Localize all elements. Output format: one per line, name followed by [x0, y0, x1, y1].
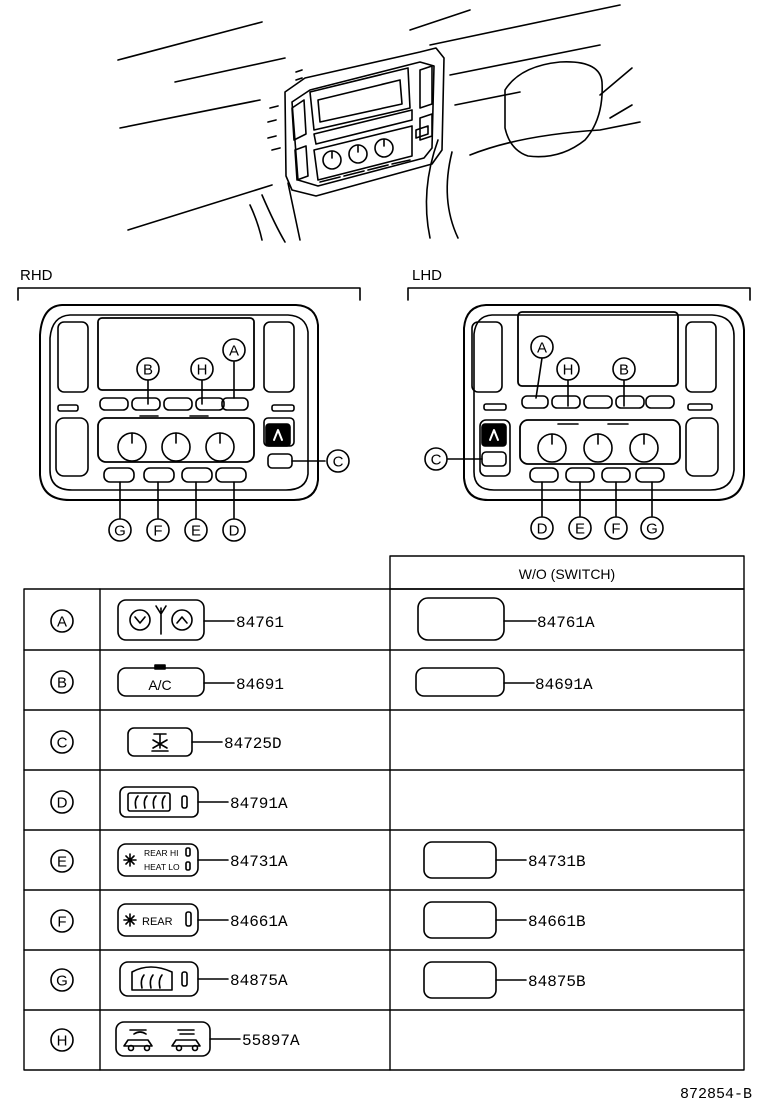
switch-E-label-1: REAR HI	[144, 848, 178, 858]
svg-text:F: F	[611, 521, 620, 538]
recirc-car-icon	[123, 1029, 153, 1047]
switch-B-label: A/C	[148, 677, 171, 693]
svg-text:C: C	[333, 454, 344, 471]
svg-text:F: F	[57, 914, 66, 931]
svg-text:H: H	[197, 362, 208, 379]
fan-icon	[123, 913, 137, 927]
rhd-callout-E: E	[184, 518, 208, 542]
alt-part-number-B: 84691A	[535, 676, 593, 694]
svg-text:F: F	[153, 523, 162, 540]
switch-D-illustration	[119, 786, 229, 818]
figure-id: 872854-B	[680, 1086, 752, 1103]
svg-text:A: A	[229, 343, 239, 360]
row-key-F: F	[50, 909, 74, 933]
svg-text:D: D	[537, 521, 548, 538]
row-key-E: E	[50, 849, 74, 873]
part-number-F: 84661A	[230, 913, 288, 931]
parts-table: W/O (SWITCH)	[23, 555, 745, 1071]
lhd-callout-E: E	[568, 516, 592, 540]
switch-B-illustration	[117, 664, 235, 697]
rhd-callout-B: B	[136, 357, 160, 381]
fan-icon	[123, 853, 137, 867]
svg-text:D: D	[57, 795, 68, 812]
svg-text:B: B	[619, 362, 629, 379]
row-key-G: G	[50, 968, 74, 992]
svg-text:E: E	[57, 854, 67, 871]
svg-text:A: A	[57, 614, 67, 631]
alt-part-number-A: 84761A	[537, 614, 595, 632]
lhd-callout-G: G	[640, 516, 664, 540]
lhd-callout-F: F	[604, 516, 628, 540]
part-number-H: 55897A	[242, 1032, 300, 1050]
switch-E-label-2: HEAT LO	[144, 862, 180, 872]
svg-text:G: G	[56, 973, 68, 990]
lhd-callout-H: H	[556, 357, 580, 381]
switch-E-illustration	[117, 843, 229, 877]
lhd-callout-D: D	[530, 516, 554, 540]
lhd-panel	[463, 304, 745, 501]
alt-part-number-E: 84731B	[528, 853, 586, 871]
svg-text:A: A	[537, 340, 547, 357]
svg-text:B: B	[57, 675, 67, 692]
svg-text:E: E	[575, 521, 585, 538]
svg-text:G: G	[114, 523, 126, 540]
rhd-callout-F: F	[146, 518, 170, 542]
svg-text:E: E	[191, 523, 201, 540]
switch-G-blank	[423, 961, 527, 999]
switch-H-illustration	[115, 1021, 241, 1057]
svg-text:H: H	[563, 362, 574, 379]
rhd-callout-G: G	[108, 518, 132, 542]
rhd-callout-A: A	[222, 338, 246, 362]
switch-G-illustration	[119, 961, 229, 997]
rhd-callout-H: H	[190, 357, 214, 381]
row-key-D: D	[50, 790, 74, 814]
part-number-G: 84875A	[230, 972, 288, 990]
svg-text:C: C	[431, 452, 442, 469]
svg-text:H: H	[57, 1033, 68, 1050]
lhd-callout-C: C	[424, 447, 448, 471]
part-number-D: 84791A	[230, 795, 288, 813]
lhd-label: LHD	[412, 267, 442, 284]
rhd-label: RHD	[20, 267, 53, 284]
rhd-bracket	[17, 287, 361, 301]
part-number-C: 84725D	[224, 735, 282, 753]
svg-text:B: B	[143, 362, 153, 379]
svg-text:C: C	[57, 735, 68, 752]
rhd-panel	[39, 304, 319, 501]
alt-part-number-G: 84875B	[528, 973, 586, 991]
rhd-callout-C: C	[326, 449, 350, 473]
part-number-E: 84731A	[230, 853, 288, 871]
rhd-callout-leaders	[119, 361, 326, 519]
svg-text:D: D	[229, 523, 240, 540]
switch-B-blank	[415, 667, 535, 697]
dashboard-illustration	[117, 4, 641, 243]
switch-E-blank	[423, 841, 527, 879]
row-key-H: H	[50, 1028, 74, 1052]
rhd-callout-D: D	[222, 518, 246, 542]
row-key-A: A	[50, 609, 74, 633]
row-key-B: B	[50, 670, 74, 694]
row-key-C: C	[50, 730, 74, 754]
switch-F-illustration	[117, 903, 229, 937]
fresh-air-car-icon	[171, 1029, 201, 1047]
lhd-bracket	[407, 287, 751, 301]
part-number-B: 84691	[236, 676, 284, 694]
lhd-callout-B: B	[612, 357, 636, 381]
switch-F-label: REAR	[142, 916, 173, 928]
switch-F-blank	[423, 901, 527, 939]
part-number-A: 84761	[236, 614, 284, 632]
switch-C-illustration	[127, 727, 223, 757]
lhd-callout-A: A	[530, 335, 554, 359]
alt-part-number-F: 84661B	[528, 913, 586, 931]
switch-A-blank	[417, 597, 537, 641]
lhd-callout-leaders	[447, 357, 653, 517]
switch-A-illustration	[117, 599, 235, 641]
svg-text:G: G	[646, 521, 658, 538]
wo-switch-header: W/O (SWITCH)	[519, 566, 615, 582]
